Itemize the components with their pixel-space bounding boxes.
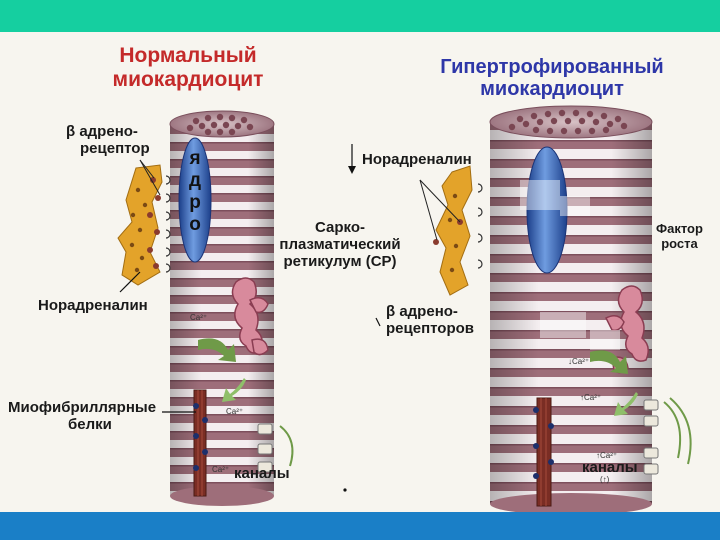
sr-label-line2: плазматический xyxy=(272,237,408,254)
noradrenaline-label-right: Норадреналин xyxy=(362,152,472,169)
growth-factor-line1: Фактор xyxy=(656,222,703,237)
beta-receptor-left-line2: рецептор xyxy=(80,141,150,158)
title-normal: Нормальный миокардиоцит xyxy=(98,44,278,91)
nucleus-label: я д р о xyxy=(185,148,205,236)
ca-label-left-2: Ca²⁺ xyxy=(226,408,243,417)
channels-label-left: каналы xyxy=(234,466,290,483)
ca-label-left-1: Ca²⁺ xyxy=(190,314,207,323)
ca-up-label: ↑Ca²⁺ xyxy=(580,394,601,403)
nucleus-letter-3: р xyxy=(185,192,205,214)
sr-label: Сарко- плазматический ретикулум (СР) xyxy=(272,220,408,270)
noradrenaline-label-left: Норадреналин xyxy=(38,298,148,315)
beta-receptor-right-line1: β адрено- xyxy=(386,304,474,321)
channels-note: (↑) xyxy=(600,476,609,485)
myofibrillar-line1: Миофибриллярные xyxy=(8,400,156,417)
sr-label-line1: Сарко- xyxy=(272,220,408,237)
bottom-accent-bar xyxy=(0,512,720,540)
nucleus-letter-4: о xyxy=(185,214,205,236)
adrenergic-neuron-right xyxy=(420,166,482,295)
beta-receptor-label-right: β адрено- рецепторов xyxy=(386,304,474,338)
title-hypertrophied-line1: Гипертрофированный xyxy=(412,56,692,78)
title-hypertrophied-line2: миокардиоцит xyxy=(412,78,692,100)
growth-factor-label: Фактор роста xyxy=(656,222,703,251)
myofibrillar-line2: белки xyxy=(68,417,156,434)
adrenergic-neuron-left xyxy=(118,160,170,285)
beta-receptor-label-left: β адрено- рецептор xyxy=(66,124,150,158)
ca-up-label-2: ↑Ca²⁺ xyxy=(596,452,617,461)
channels-label-right: каналы xyxy=(582,460,638,477)
title-hypertrophied: Гипертрофированный миокардиоцит xyxy=(412,56,692,101)
sr-label-line3: ретикулум (СР) xyxy=(272,254,408,271)
growth-factor-line2: роста xyxy=(656,237,703,252)
nucleus-letter-1: я xyxy=(185,148,205,170)
beta-receptor-left-line1: β адрено- xyxy=(66,124,150,141)
ca-label-left-3: Ca²⁺ xyxy=(212,466,229,475)
myofibrillar-label: Миофибриллярные белки xyxy=(8,400,156,434)
nucleus-letter-2: д xyxy=(185,170,205,192)
myofibril-bundle-left xyxy=(193,390,208,496)
title-normal-line1: Нормальный xyxy=(98,44,278,68)
ca-down-label: ↓Ca²⁺ xyxy=(568,358,589,367)
beta-receptor-right-line2: рецепторов xyxy=(386,321,474,338)
title-normal-line2: миокардиоцит xyxy=(98,68,278,92)
